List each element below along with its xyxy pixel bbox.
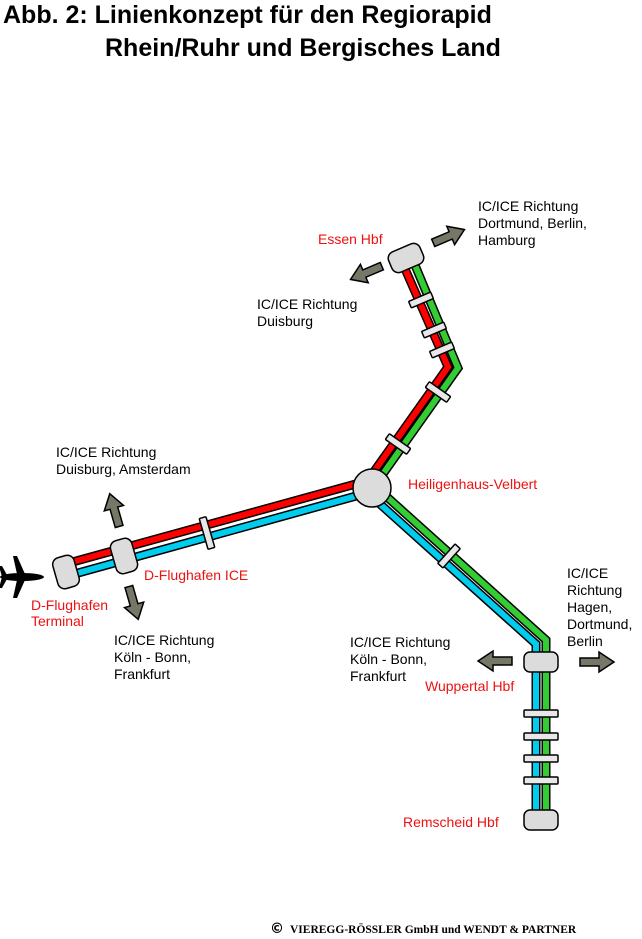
- station-essen: [387, 242, 425, 274]
- station-label-flughafen-ice: D-Flughafen ICE: [144, 567, 248, 583]
- hub-station-icon: [352, 468, 392, 508]
- stop-marker: [421, 321, 447, 339]
- track-lines: [56, 256, 551, 820]
- connection-label-flughafen-north: IC/ICE Richtung Duisburg, Amsterdam: [56, 444, 191, 477]
- connection-arrows: [99, 219, 615, 673]
- stop-marker: [523, 732, 559, 741]
- station-flughafen-ice: [109, 537, 139, 575]
- arrow-icon: [428, 219, 470, 253]
- connection-label-flughafen-south: IC/ICE Richtung Köln - Bonn, Frankfurt: [114, 632, 218, 682]
- arrow-icon: [579, 651, 615, 673]
- stop-marker: [523, 776, 559, 785]
- stop-marker: [523, 754, 559, 763]
- arrow-icon: [99, 490, 130, 530]
- connection-label-essen-northeast: IC/ICE Richtung Dortmund, Berlin, Hambur…: [478, 198, 591, 248]
- title-line-2: Rhein/Ruhr und Bergisches Land: [105, 34, 501, 62]
- stop-marker: [384, 433, 412, 455]
- station-remscheid: [523, 809, 559, 831]
- station-flughafen-terminal: [51, 554, 81, 590]
- stop-marker: [523, 709, 559, 718]
- title-line-1: Abb. 2: Linienkonzept für den Regiorapid: [3, 1, 492, 29]
- station-label-remscheid: Remscheid Hbf: [403, 814, 499, 830]
- arrow-icon: [345, 256, 387, 290]
- stop-markers: [198, 291, 559, 785]
- stop-marker: [408, 291, 434, 309]
- airplane-icon: [0, 556, 44, 598]
- station-label-wuppertal: Wuppertal Hbf: [425, 678, 514, 694]
- copyright-icon: ©: [270, 921, 284, 937]
- stop-marker: [198, 516, 216, 550]
- stations: [51, 242, 559, 831]
- stop-marker: [437, 543, 461, 569]
- stop-marker: [424, 381, 452, 403]
- station-wuppertal: [523, 651, 559, 673]
- connection-label-wuppertal-east: IC/ICE Richtung Hagen, Dortmund, Berlin: [567, 565, 636, 649]
- station-label-flughafen-terminal: D-Flughafen Terminal: [31, 597, 112, 629]
- stop-marker: [429, 341, 455, 359]
- page-title: Abb. 2: Linienkonzept für den Regiorapid…: [3, 0, 501, 65]
- credit-text: VIEREGG-RÖSSLER GmbH und WENDT & PARTNER: [290, 924, 577, 936]
- connection-label-wuppertal-west: IC/ICE Richtung Köln - Bonn, Frankfurt: [350, 634, 454, 684]
- connection-label-essen-west: IC/ICE Richtung Duisburg: [257, 296, 361, 329]
- station-label-heiligenhaus: Heiligenhaus-Velbert: [408, 476, 537, 492]
- station-label-essen: Essen Hbf: [318, 231, 383, 247]
- arrow-icon: [118, 583, 149, 623]
- arrow-icon: [477, 650, 513, 672]
- copyright-credit: © VIEREGG-RÖSSLER GmbH und WENDT & PARTNE…: [270, 921, 576, 937]
